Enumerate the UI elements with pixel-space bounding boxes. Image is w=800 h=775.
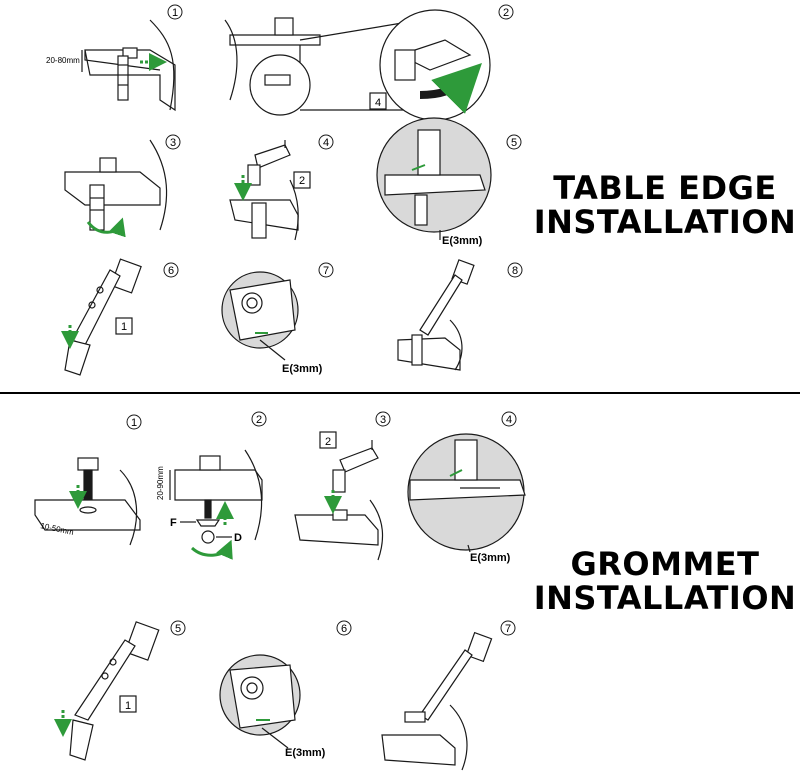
- gr-step4-tool-label: E(3mm): [470, 552, 511, 564]
- te-step-num-5: 5: [511, 137, 517, 149]
- gr-step-num-5: 5: [175, 623, 181, 635]
- gr-step6-tool-label: E(3mm): [285, 747, 326, 759]
- table-edge-heading: TABLE EDGE INSTALLATION: [530, 169, 800, 241]
- te-step-4-illustration: [229, 140, 311, 241]
- te-step-num-6: 6: [168, 265, 174, 277]
- gr-step-5-illustration: [54, 621, 160, 761]
- gr-step-num-6: 6: [341, 623, 347, 635]
- te-step-num-2: 2: [503, 7, 509, 19]
- gr-step-4-illustration: [407, 433, 526, 553]
- te-callout-1: 1: [121, 321, 127, 333]
- te-step-num-7: 7: [323, 265, 329, 277]
- te-step-num-3: 3: [170, 137, 176, 149]
- te-clamp-range-label: 20-80mm: [46, 56, 80, 65]
- table-edge-heading-line-2: INSTALLATION: [533, 202, 797, 241]
- te-step-1-illustration: [81, 19, 176, 112]
- gr-step-6-illustration: [219, 654, 301, 749]
- grommet-heading-line-2: INSTALLATION: [533, 578, 797, 617]
- te-step7-tool-label: E(3mm): [282, 363, 323, 375]
- gr-callout-2: 2: [325, 436, 331, 448]
- te-step-7-illustration: [221, 271, 299, 361]
- gr-step-num-3: 3: [380, 414, 386, 426]
- te-step-2-illustration: [224, 9, 491, 121]
- gr-step-7-illustration: [381, 631, 493, 771]
- gr-step-1-illustration: [34, 457, 141, 546]
- gr-step-numbers: 1 2 3 4 5 6 7: [126, 411, 517, 636]
- te-step-5-illustration: [376, 117, 492, 240]
- te-step-6-illustration: [61, 258, 142, 376]
- te-callout-4: 4: [375, 97, 381, 109]
- te-step-3-illustration: [64, 139, 168, 238]
- grommet-heading: GROMMET INSTALLATION: [530, 545, 800, 617]
- te-step-8-illustration: [397, 259, 475, 371]
- gr-step-3-illustration: [294, 431, 384, 561]
- grommet-section: [34, 431, 526, 771]
- gr-step-2-illustration: [169, 449, 263, 560]
- te-step-num-1: 1: [172, 7, 178, 19]
- gr-part-f-label: F: [170, 517, 177, 529]
- te-step5-tool-label: E(3mm): [442, 235, 483, 247]
- table-edge-section: [61, 9, 492, 376]
- grommet-heading-line-1: GROMMET: [570, 545, 760, 583]
- gr-callout-1: 1: [125, 700, 131, 712]
- te-step-numbers: 1 2 3 4 5 6 7 8: [163, 4, 523, 278]
- gr-step-num-2: 2: [256, 414, 262, 426]
- gr-step-num-7: 7: [505, 623, 511, 635]
- gr-clamp-range-label: 20-90mm: [156, 466, 165, 500]
- gr-step-num-4: 4: [506, 414, 512, 426]
- te-callout-2: 2: [299, 175, 305, 187]
- te-step-num-4: 4: [323, 137, 329, 149]
- gr-part-d-label: D: [234, 532, 242, 544]
- gr-step-num-1: 1: [131, 417, 137, 429]
- table-edge-heading-line-1: TABLE EDGE: [553, 169, 777, 207]
- te-step-num-8: 8: [512, 265, 518, 277]
